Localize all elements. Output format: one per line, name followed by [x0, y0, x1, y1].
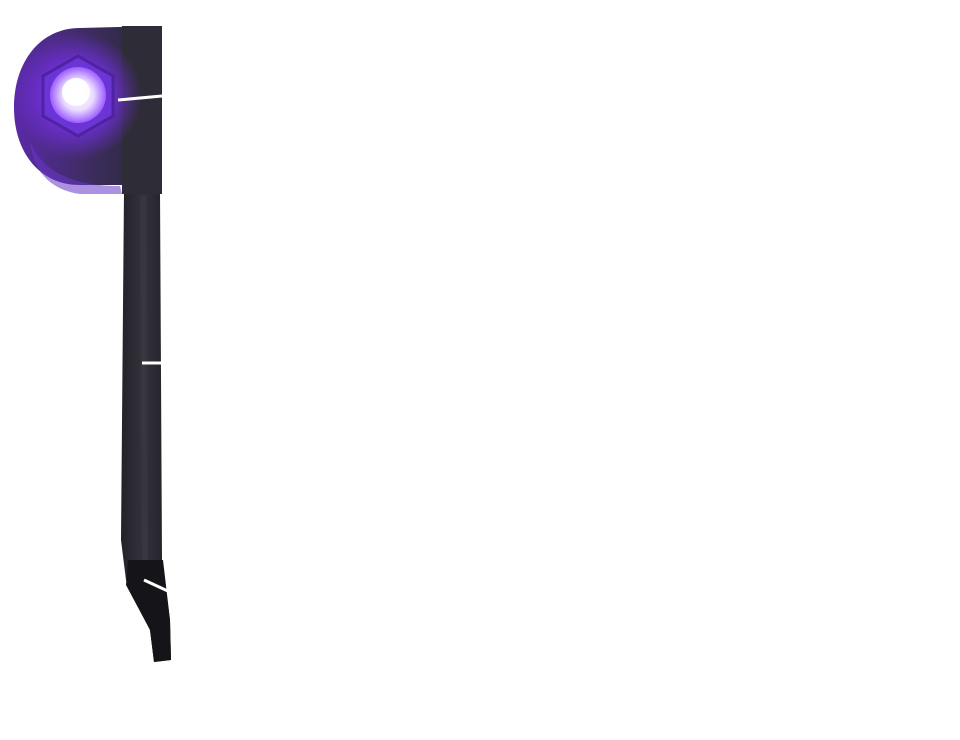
probe-tip-icon	[126, 560, 171, 662]
leader-line-tip	[143, 578, 171, 594]
leader-line-led	[117, 94, 163, 102]
uv-led-icon	[14, 32, 142, 160]
leader-lines	[117, 94, 171, 594]
probe-shaft-icon	[121, 190, 171, 662]
